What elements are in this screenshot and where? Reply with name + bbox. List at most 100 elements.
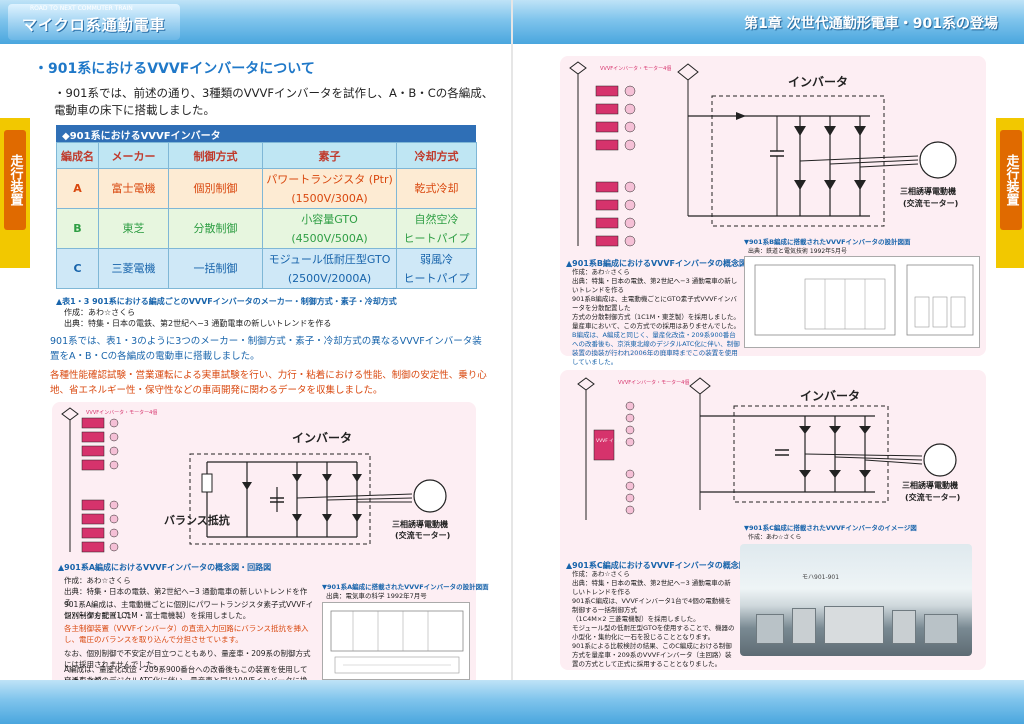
table-header: 冷却方式 [396,142,477,169]
fig-a-motor-group-label: VVVFインバータ・モーター4個 [86,409,157,416]
motor-group-top [595,85,636,151]
side-tab-right: 走行装置 [996,118,1024,268]
cell-line: 乾式冷却 [414,182,459,195]
table-cell: 一括制御 [168,248,263,289]
fig-c-desc-1: 901系C編成は、VVVFインバータ1台で4個の電動機を制御する一括制御方式 [572,597,732,614]
page-footer [0,680,1024,724]
paragraph-2: 各種性能確認試験・営業運転による実車試験を行い、力行・粘着における性能、制御の安… [50,370,487,396]
fig-a-source: 出典：特集・日本の電鉄、第2世紀へ−3 通勤電車の新しいトレンドを作る [64,587,308,607]
fig-a-blueprint-source: 出典：電気車の科学 1992年7月号 [326,592,427,600]
table-cell: 分散制御 [168,208,263,249]
equipment-box [792,608,816,644]
motor-group-top [81,417,119,471]
inverter-table: ◆901系におけるVVVFインバータ 編成名 メーカー 制御方式 素子 冷却方式… [56,125,477,289]
fig-a-desc-3: なお、個別制御で不安定が目立つこともあり、量産車・209系の制御方式には採用され… [64,649,311,669]
table-cell: 弱風冷ヒートパイプ [396,248,477,289]
equipment-box [924,614,958,644]
fig-c-source: 出典：特集・日本の電鉄、第2世紀へ−3 通勤電車の新しいトレンドを作る [572,579,731,596]
table-header: 素子 [262,142,397,169]
table-cell: 三菱電機 [98,248,169,289]
fig-a-motor-label: 三相誘導電動機 [392,519,448,529]
fig-a-desc-2: 個別制御方式（1C1M・富士電機製）を採用しました。 [64,611,251,620]
fig-a-author: 作成：あわ☆さくら [64,576,131,585]
fig-b-inverter-label: インバータ [788,75,848,89]
motor-group-bottom [81,499,119,553]
table-cell: 自然空冷ヒートパイプ [396,208,477,249]
cell-line: モジュール低耐圧型GTO [268,252,391,266]
side-tab-left: 走行装置 [0,118,30,268]
table-header: 制御方式 [168,142,263,169]
table-cell: 東芝 [98,208,169,249]
fig-c-desc-4: 901系による比較検討の結果、このC編成における制御方式を量産車・209系のVV… [572,642,732,668]
table-cell: 富士電機 [98,168,169,209]
fig-b-desc-blue: B編成は、A編成と同じく、量産化改造・209系900番台への改番後も、京浜東北線… [572,331,740,366]
fig-c-motor-label: 三相誘導電動機 [902,480,958,490]
table-header: 編成名 [56,142,99,169]
fig-c-desc-3: モジュール型の低耐圧型GTOを使用することで、機器の小型化・集約化に一石を投じる… [572,624,735,641]
paragraph-1: 901系では、表1・3のように3つのメーカー・制御方式・素子・冷却方式の異なるV… [50,336,482,362]
table-cell: モジュール低耐圧型GTO (2500V/2000A) [262,248,397,289]
fig-b-blueprint-source: 出典：鉄道と電気技術 1992年5月号 [748,248,847,255]
table-row: C 三菱電機 一括制御 モジュール低耐圧型GTO (2500V/2000A) 弱風… [56,248,477,289]
cell-line: ヒートパイプ [403,271,470,285]
cell-line: パワートランジスタ (Ptr) [266,172,393,186]
cell-line: 自然空冷 [414,212,459,226]
figure-a-circuit: インバータ バランス抵抗 三相誘導電動機 (交流モーター) VVVFインバータ・… [61,407,450,553]
figure-c-circuit: VVVF インバータ VVVFインバータ・モーター4個 インバータ 三相誘導電動… [577,377,960,520]
fig-b-caption: ▲901系B編成におけるVVVFインバータの概念図・回路図 [566,259,779,268]
fig-b-author: 作成：あわ☆さくら [572,268,630,276]
cell-line: ヒートパイプ [403,231,470,245]
table-cell: 乾式冷却 [396,168,477,209]
section-title: ・901系におけるVVVFインバータについて [34,61,315,77]
fig-c-photo-author: 作成：あわ☆さくら [748,534,802,541]
chapter-title: 第1章 次世代通勤形電車・901系の登場 [744,16,998,32]
cell-line: (1500V/300A) [291,191,368,205]
fig-a-caption: ▲901系A編成におけるVVVFインバータの概念図・回路図 [58,563,272,572]
fig-c-photo-caption: ▼901系C編成に搭載されたVVVFインバータのイメージ図 [744,524,917,532]
side-tab-label: 走行装置 [7,154,23,206]
equipment-box [824,606,884,644]
table-header: メーカー [98,142,169,169]
motor-group-bottom [625,469,635,515]
side-tab-label: 走行装置 [1003,154,1019,206]
cell-line: (4500V/500A) [291,231,368,245]
fig-c-author: 作成：あわ☆さくら [572,570,630,578]
table-row: A 富士電機 個別制御 パワートランジスタ (Ptr)(1500V/300A) … [56,168,477,209]
logo-subtitle: ROAD TO NEXT COMMUTER TRAIN [30,5,133,12]
table-row: B 東芝 分散制御 小容量GTO (4500V/500A) 自然空冷ヒートパイプ [56,208,477,249]
fig-b-motor-sub: (交流モーター) [903,198,958,208]
table-author: 作成：あわ☆さくら [64,308,136,317]
fig-c-motor-group-label: VVVFインバータ・モーター4個 [618,379,689,386]
fig-b-desc-3: 量産車において、この方式での採用はありませんでした。 [572,322,740,330]
equipment-box [892,610,916,644]
car-number-plate: モハ901-901 [802,574,840,581]
fig-a-blueprint-caption: ▼901系A編成に搭載されたVVVFインバータの設計図面 [322,583,489,591]
table-cell: A [56,168,99,209]
motor-group-top [625,401,635,447]
logo-text: マイクロ系通勤電車 [22,16,166,34]
fig-c-photo: モハ901-901 [740,544,972,656]
fig-a-blueprint [322,602,470,680]
fig-c-inverter-label: インバータ [800,389,860,403]
fig-b-motor-group-label: VVVFインバータ・モーター4個 [600,65,671,72]
fig-b-desc-2: 方式の分散制御方式（1C1M・東芝製）を採用しました。 [572,313,740,321]
figure-b-circuit: VVVFインバータ・モーター4個 インバータ 三相誘導電動機 (交流モーター) [569,61,958,247]
table-cell: C [56,248,99,289]
fig-a-inverter-label: インバータ [292,431,352,445]
fig-c-motor-sub: (交流モーター) [905,492,960,502]
table-caption: ▲表1・3 901系における編成ごとのVVVFインバータのメーカー・制御方式・素… [56,297,397,306]
fig-c-caption: ▲901系C編成におけるVVVFインバータの概念図・回路図 [566,561,779,570]
table-cell: 小容量GTO (4500V/500A) [262,208,397,249]
fig-a-desc-red: 各主制御装置（VVVFインバータ）の直流入力回路にバランス抵抗を挿入し、電圧のバ… [64,624,309,644]
fig-a-resistor-label: バランス抵抗 [164,513,230,527]
table-cell: パワートランジスタ (Ptr) (1500V/300A) [262,168,397,209]
side-tab-right-label: 走行装置 [1000,130,1022,230]
table-source: 出典：特集・日本の電鉄、第2世紀へ−3 通勤電車の新しいトレンドを作る [64,319,332,328]
table-cell: 個別制御 [168,168,263,209]
cell-line: (2500V/2000A) [287,271,372,285]
side-tab-left-label: 走行装置 [4,130,26,230]
cell-line: 小容量GTO [301,212,358,226]
fig-a-desc-1: 901系A編成は、主電動機ごとに個別にパワートランジスタ素子式VVVFインバータ… [64,600,314,620]
series-logo: ROAD TO NEXT COMMUTER TRAIN マイクロ系通勤電車 [8,4,180,40]
table-cell: B [56,208,99,249]
